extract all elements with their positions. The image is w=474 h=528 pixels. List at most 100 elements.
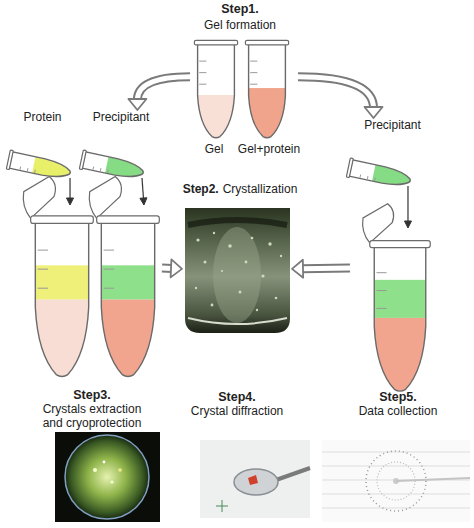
arrow-shaft-inner [137, 77, 190, 100]
arrow-shaft [137, 77, 190, 100]
tube-outline [245, 40, 288, 137]
crystal [248, 475, 258, 485]
loop-photo [200, 440, 310, 518]
step-heading: Step2. [183, 182, 219, 197]
pour-arrow [140, 178, 147, 205]
arrow-shaft [162, 264, 172, 273]
speckle [196, 238, 199, 241]
speckle [211, 304, 214, 307]
gel-tube: Gel [190, 34, 238, 156]
protein-tube: Protein [5, 110, 80, 178]
step-heading: Step1. [221, 2, 259, 17]
protein-layer [33, 265, 91, 299]
collection-tube-drawing [363, 204, 431, 402]
crosshair [216, 500, 228, 512]
tube-outline [370, 241, 430, 392]
crystal-spot [93, 468, 97, 472]
detector-gaps [322, 452, 470, 508]
crystal-photo [185, 208, 290, 333]
crystal-spot [118, 468, 122, 472]
step-heading: Step3. [73, 388, 111, 402]
speckle [195, 287, 197, 289]
step-heading: Step4. [218, 390, 256, 404]
gel-tube-drawing [194, 40, 237, 141]
hollow-arrow [128, 77, 190, 110]
crystal-image: Step4.Crystal diffraction [182, 205, 292, 418]
speckle [251, 237, 254, 240]
node-text: Gel+protein [238, 142, 300, 156]
photo-background [55, 432, 160, 522]
crystal-drop [65, 435, 149, 519]
protein-gel-tube-drawing [23, 176, 93, 388]
arrow-head [292, 260, 303, 278]
arrow-shaft-inner [298, 77, 374, 108]
arrow-head [67, 198, 74, 205]
dark-band [188, 220, 287, 225]
arrow-shaft [142, 178, 144, 199]
photo-background [200, 440, 310, 518]
loop-pin [276, 468, 310, 480]
speckle [268, 242, 271, 245]
tube-lid [363, 204, 394, 243]
mounting-loop [234, 469, 278, 495]
speckle [228, 244, 232, 248]
protein-tube-drawing [6, 150, 75, 183]
arrow-shaft [407, 186, 408, 222]
arrow-shaft [302, 263, 350, 273]
speckle [245, 261, 248, 264]
gel-protein-fill [247, 88, 287, 142]
pour-arrow [404, 186, 411, 228]
beam-stop [396, 478, 470, 481]
hollow-arrow [298, 77, 383, 118]
speckle [261, 274, 264, 277]
gel-protein-layer [372, 318, 428, 401]
node-text: Data collection [359, 404, 438, 418]
gel-layer [33, 300, 91, 389]
step-heading: Step5. [379, 390, 417, 404]
tube-lid [23, 176, 55, 218]
node-text: Crystal diffraction [191, 404, 283, 418]
tube-outline [97, 216, 160, 377]
speckle [256, 309, 258, 311]
collection-tube: Step5.Data collection [350, 228, 446, 418]
precipitant-tube: Precipitant [345, 118, 440, 186]
gel-protein-tube-drawing [245, 40, 288, 142]
step-caption: Gel formation [204, 18, 276, 33]
tube-outline [346, 158, 412, 190]
hollow-arrow [292, 260, 350, 278]
arrow-head [140, 198, 147, 205]
drop-rim [65, 435, 149, 519]
node-text: Precipitant [364, 118, 421, 132]
crystal-spot [103, 461, 106, 464]
label-row: Step2.Crystallization [183, 182, 298, 197]
precipitant-layer [372, 280, 428, 318]
tube-outline [79, 150, 145, 182]
arrow-shaft-inner [302, 265, 350, 271]
arrow-shaft [69, 178, 70, 199]
speckle [275, 297, 278, 300]
photo-background [322, 440, 470, 522]
tube-outline [194, 40, 237, 137]
drop-photo [55, 432, 160, 522]
hollow-arrow [162, 259, 182, 277]
arrow-head [365, 107, 383, 118]
node-text: Precipitant [93, 110, 150, 124]
crystal-speckles [195, 232, 282, 311]
speckle [239, 291, 242, 294]
tube-lid [89, 176, 121, 218]
precipitant-tube: Precipitant [80, 110, 162, 178]
speckle [213, 232, 215, 234]
precipitant-gel-tube-drawing [89, 176, 159, 388]
arrow-shaft-inner [162, 266, 172, 271]
precipitant-tube-drawing [346, 158, 415, 191]
speckle [280, 255, 282, 257]
diffraction-photo [322, 440, 470, 522]
gel-protein-tube: Gel+protein [240, 34, 298, 156]
tube-outline [6, 150, 72, 182]
pour-arrow [67, 178, 74, 205]
node-text: Crystals extraction and cryoprotection [33, 402, 151, 430]
arrow-shaft [298, 77, 374, 108]
